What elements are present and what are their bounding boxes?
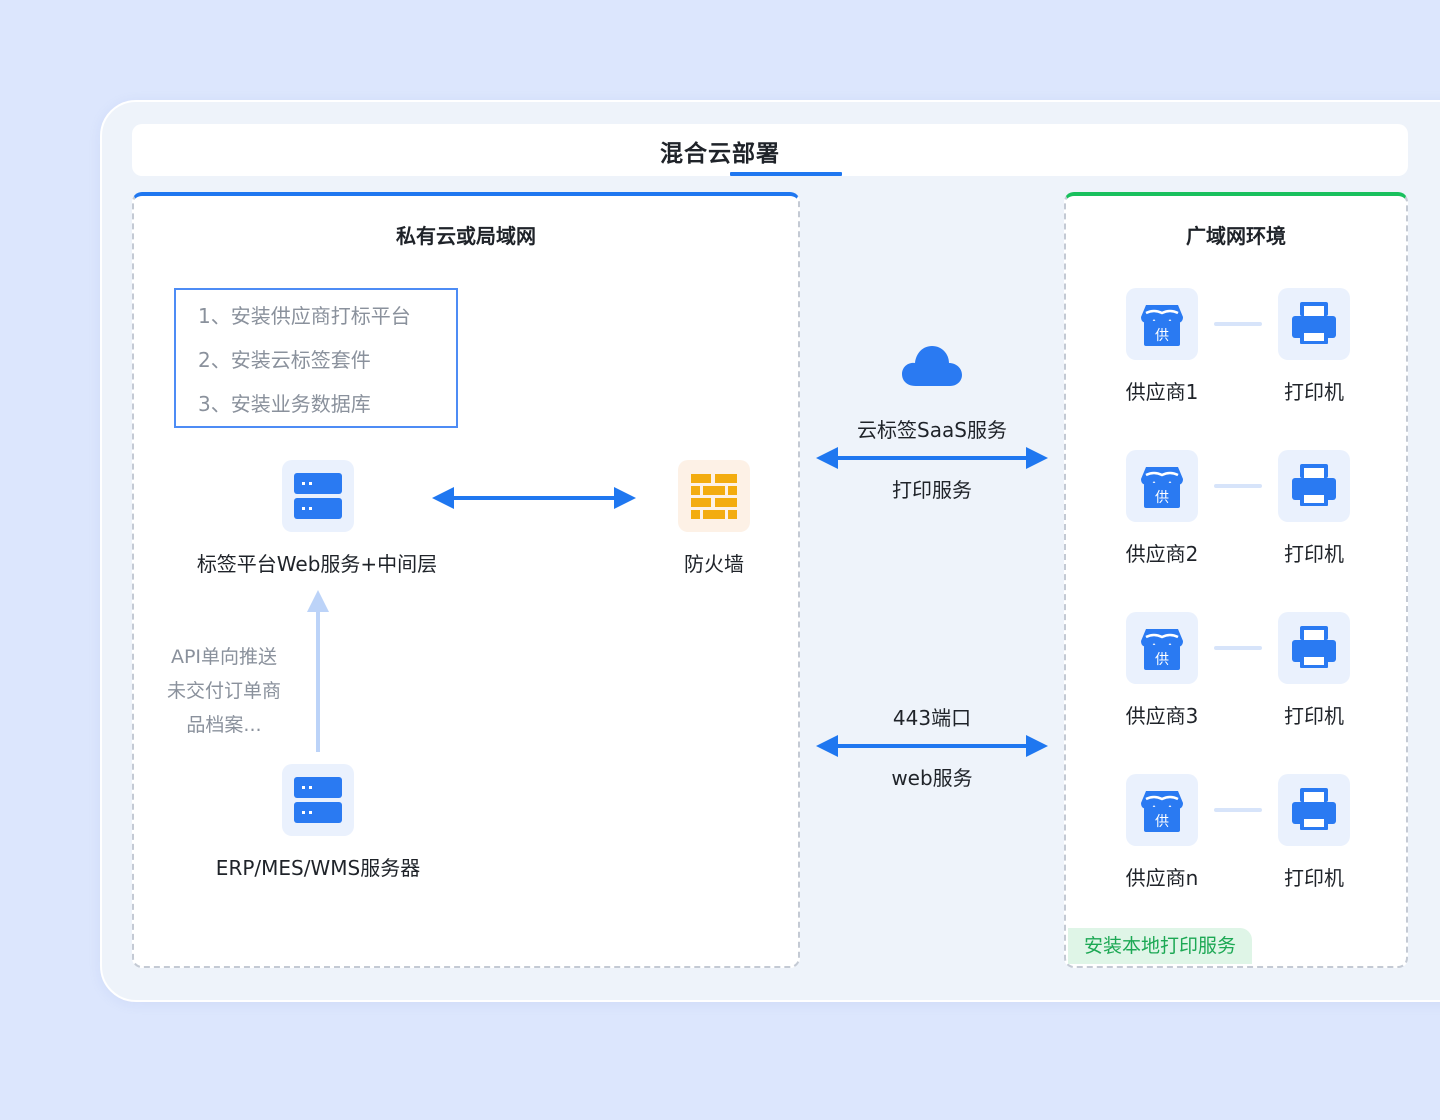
printer-label-2: 打印机 — [1284, 542, 1344, 566]
supplier-store-icon: 供 — [1126, 450, 1198, 522]
supplier-printer-connector — [1214, 646, 1262, 650]
printer-icon — [1278, 288, 1350, 360]
erp-server-label: ERP/MES/WMS服务器 — [215, 856, 421, 880]
printer-icon — [1278, 612, 1350, 684]
supplier-printer-connector — [1214, 322, 1262, 326]
web-server-label: 标签平台Web服务+中间层 — [196, 552, 438, 576]
print-service-label: 打印服务 — [892, 478, 972, 502]
svg-text:供: 供 — [1155, 328, 1169, 344]
step-2: 2、安装云标签套件 — [198, 348, 371, 372]
erp-server-icon — [282, 764, 354, 836]
supplier-store-icon: 供 — [1126, 774, 1198, 846]
wan-panel: 广域网环境 — [1064, 192, 1408, 968]
svg-text:供: 供 — [1155, 652, 1169, 668]
printer-icon — [1278, 450, 1350, 522]
printer-icon — [1278, 774, 1350, 846]
api-note: API单向推送 未交付订单商 品档案... — [167, 640, 281, 742]
svg-text:供: 供 — [1155, 490, 1169, 506]
page-title: 混合云部署 — [660, 141, 780, 167]
printer-label-3: 打印机 — [1284, 704, 1344, 728]
supplier-store-icon: 供 — [1126, 612, 1198, 684]
firewall-label: 防火墙 — [684, 552, 744, 576]
private-cloud-title: 私有云或局域网 — [396, 224, 536, 248]
cloud-icon — [902, 346, 962, 386]
api-note-line-2: 未交付订单商 — [166, 680, 282, 702]
supplier-printer-connector — [1214, 808, 1262, 812]
firewall-icon — [678, 460, 750, 532]
printer-label-1: 打印机 — [1284, 380, 1344, 404]
printer-label-4: 打印机 — [1284, 866, 1344, 890]
saas-double-arrow-icon — [816, 447, 1048, 469]
title-bar — [132, 124, 1408, 176]
supplier-printer-connector — [1214, 484, 1262, 488]
supplier-store-icon: 供 — [1126, 288, 1198, 360]
install-steps-box: 1、安装供应商打标平台 2、安装云标签套件 3、安装业务数据库 — [174, 288, 458, 428]
supplier-label-3: 供应商3 — [1125, 704, 1199, 728]
svg-text:供: 供 — [1155, 814, 1169, 830]
web-service-label: web服务 — [891, 766, 973, 790]
web-server-icon — [282, 460, 354, 532]
port-double-arrow-icon — [816, 735, 1048, 757]
step-1: 1、安装供应商打标平台 — [198, 304, 411, 328]
api-note-line-3: 品档案... — [186, 714, 262, 736]
private-cloud-panel: 私有云或局域网 — [132, 192, 800, 968]
supplier-label-4: 供应商n — [1125, 866, 1199, 890]
title-underline — [730, 172, 842, 176]
saas-service-label: 云标签SaaS服务 — [857, 418, 1007, 442]
port-label: 443端口 — [892, 706, 972, 730]
wan-title: 广域网环境 — [1186, 224, 1286, 248]
up-arrow-icon — [307, 590, 329, 752]
supplier-label-1: 供应商1 — [1125, 380, 1199, 404]
supplier-label-2: 供应商2 — [1125, 542, 1199, 566]
api-note-line-1: API单向推送 — [170, 646, 278, 668]
double-arrow-icon — [432, 487, 636, 509]
local-print-service-tag: 安装本地打印服务 — [1068, 928, 1252, 964]
step-3: 3、安装业务数据库 — [198, 392, 371, 416]
